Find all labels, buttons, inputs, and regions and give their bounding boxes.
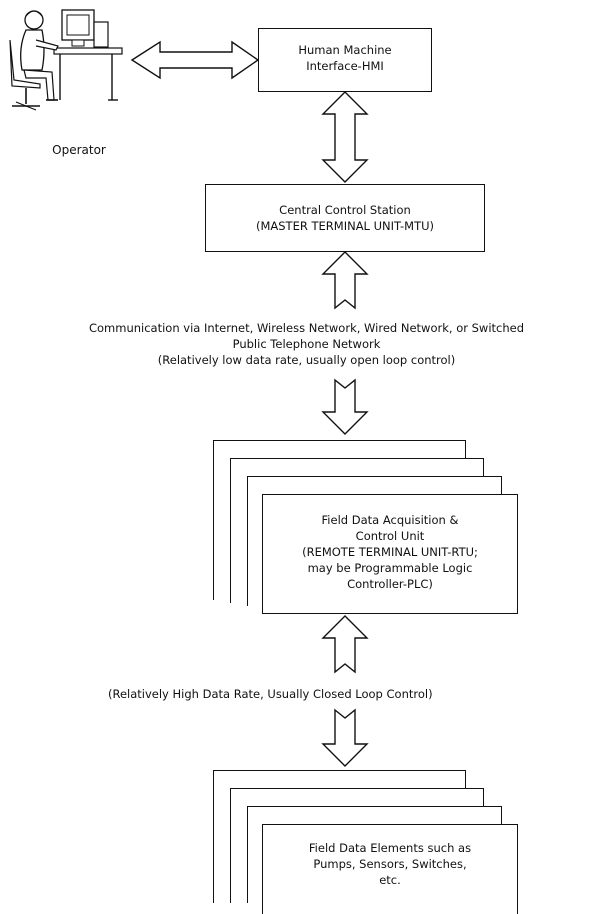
elements-label: Field Data Elements such as Pumps, Senso… bbox=[308, 841, 472, 887]
hmi-box bbox=[258, 28, 432, 92]
operator-label: Operator bbox=[52, 143, 106, 157]
rtu-label: Field Data Acquisition & Control Unit (R… bbox=[302, 513, 478, 591]
elements-box bbox=[262, 824, 518, 914]
mtu-label: Central Control Station (MASTER TERMINAL… bbox=[255, 203, 435, 233]
mtu-box bbox=[205, 184, 485, 252]
rtu-box bbox=[262, 494, 518, 614]
hmi-label: Human Machine Interface-HMI bbox=[298, 43, 392, 73]
operator-workstation-icon bbox=[9, 9, 123, 111]
communication-label: Communication via Internet, Wireless Net… bbox=[88, 321, 525, 367]
field-link-label: (Relatively High Data Rate, Usually Clos… bbox=[108, 687, 433, 701]
comm-rtu-arrow bbox=[321, 378, 369, 435]
rtu-fieldlink-arrow bbox=[321, 615, 369, 674]
hmi-mtu-arrow bbox=[321, 91, 369, 183]
operator-hmi-arrow bbox=[130, 40, 260, 80]
mtu-comm-arrow bbox=[321, 251, 369, 310]
fieldlink-elements-arrow bbox=[321, 708, 369, 767]
